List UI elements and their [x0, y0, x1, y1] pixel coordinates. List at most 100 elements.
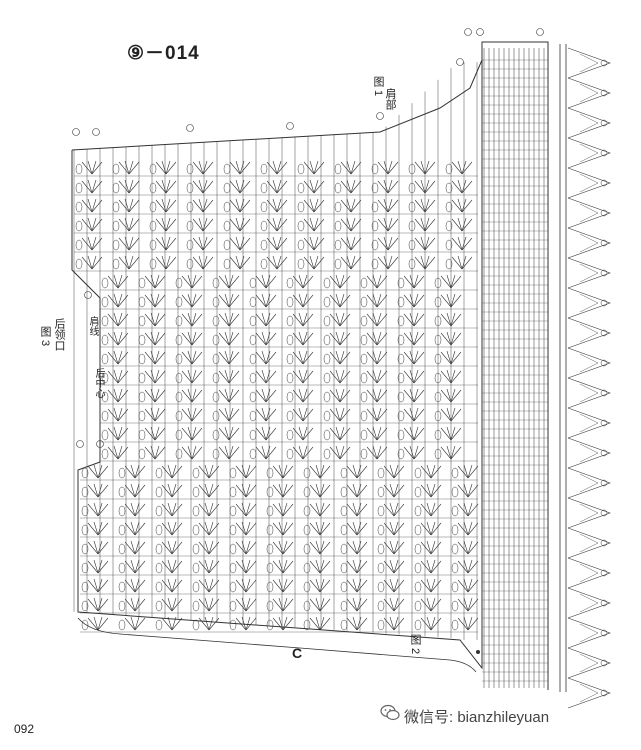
edging-shell [567, 677, 611, 709]
shell-stitch [286, 293, 314, 308]
shell-stitch [334, 179, 362, 194]
shell-stitch [323, 331, 351, 346]
shell-stitch [434, 388, 462, 403]
chart-outline [71, 41, 549, 690]
shell-stitch [408, 255, 436, 270]
shell-stitch [101, 293, 129, 308]
shell-stitch [155, 616, 183, 631]
shell-stitch [175, 312, 203, 327]
picot [600, 119, 608, 127]
shell-stitch [81, 502, 109, 517]
shell-stitch [229, 578, 257, 593]
shell-stitch [360, 426, 388, 441]
picot [600, 269, 608, 277]
shell-stitch [81, 521, 109, 536]
edging-shell [567, 77, 611, 109]
edging-shell-inner [579, 53, 599, 73]
shell-stitch [249, 274, 277, 289]
shell-stitch [260, 179, 288, 194]
edging-shell-inner [579, 443, 599, 463]
shell-stitch [286, 274, 314, 289]
shell-stitch [118, 597, 146, 612]
shell-stitch [371, 236, 399, 251]
shell-stitch [149, 255, 177, 270]
shell-stitch [81, 483, 109, 498]
picot [600, 479, 608, 487]
shell-stitch [360, 331, 388, 346]
shell-stitch [340, 578, 368, 593]
edging-shell-inner [579, 233, 599, 253]
shell-stitch [229, 483, 257, 498]
shell-stitch [75, 198, 103, 213]
shell-stitch [223, 198, 251, 213]
shell-stitch [192, 483, 220, 498]
shell-stitch [155, 483, 183, 498]
shell-stitch [101, 388, 129, 403]
shell-stitch [229, 616, 257, 631]
dimension-c-label: C [292, 645, 303, 661]
shell-stitch [397, 407, 425, 422]
watermark-text: 微信号: bianzhileyuan [404, 709, 550, 726]
shell-stitch [223, 236, 251, 251]
shell-stitch [118, 540, 146, 555]
edging-shell [567, 497, 611, 529]
edging-shell [567, 407, 611, 439]
shell-stitch [323, 426, 351, 441]
shell-stitch [229, 464, 257, 479]
shell-stitch [112, 160, 140, 175]
shell-stitch [414, 616, 442, 631]
picot [600, 239, 608, 247]
shell-stitch [149, 160, 177, 175]
shell-stitch [229, 559, 257, 574]
shell-stitch [286, 445, 314, 460]
shell-stitch [155, 597, 183, 612]
edging-shell-inner [579, 353, 599, 373]
shell-stitch [249, 350, 277, 365]
shell-stitch [249, 407, 277, 422]
shell-stitch [118, 616, 146, 631]
shell-stitch [266, 559, 294, 574]
edging-shell [567, 167, 611, 199]
shell-stitch [249, 426, 277, 441]
shell-stitch [266, 483, 294, 498]
shell-stitch [212, 331, 240, 346]
shell-stitch [323, 274, 351, 289]
edging-shell-inner [579, 683, 599, 703]
shell-stitch [360, 445, 388, 460]
shell-stitch [334, 198, 362, 213]
shell-stitch [451, 559, 479, 574]
edging-shell [567, 197, 611, 229]
shell-stitch [101, 426, 129, 441]
shell-stitch [408, 236, 436, 251]
shell-stitch [138, 369, 166, 384]
shell-stitch [360, 274, 388, 289]
row-marker [536, 28, 544, 36]
page-number: 092 [14, 722, 35, 736]
edging-shell-inner [579, 143, 599, 163]
shell-stitch [118, 521, 146, 536]
shell-stitch [112, 198, 140, 213]
shell-stitch [414, 483, 442, 498]
shell-stitch [434, 331, 462, 346]
shell-stitch [397, 426, 425, 441]
edging-shell-inner [579, 413, 599, 433]
shell-stitch [377, 521, 405, 536]
shell-stitch [408, 217, 436, 232]
shell-stitch [138, 388, 166, 403]
picot [600, 89, 608, 97]
shell-stitch [445, 236, 473, 251]
shell-stitch [249, 369, 277, 384]
shell-stitch [192, 502, 220, 517]
shell-stitch [186, 236, 214, 251]
row-marker [92, 128, 100, 136]
shell-stitch [118, 483, 146, 498]
shell-stitch [192, 464, 220, 479]
edging-shell-inner [579, 473, 599, 493]
shell-stitch [340, 540, 368, 555]
shell-stitch [223, 255, 251, 270]
shell-stitch [192, 597, 220, 612]
shell-stitch [334, 236, 362, 251]
picot [600, 149, 608, 157]
shell-stitch [434, 350, 462, 365]
shell-stitch [397, 293, 425, 308]
